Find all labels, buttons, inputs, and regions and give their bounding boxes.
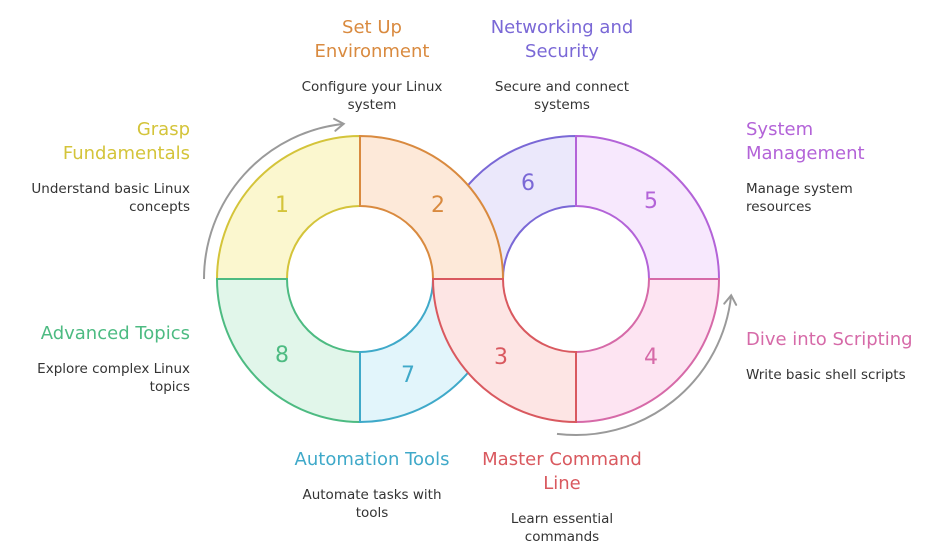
step-2-title: Set Up Environment xyxy=(272,16,472,64)
cycle-arrows xyxy=(203,117,738,436)
step-number-5: 5 xyxy=(644,189,658,214)
step-8-description: Explore complex Linux topics xyxy=(0,360,190,396)
step-7-description: Automate tasks with tools xyxy=(272,486,472,522)
step-6-description: Secure and connect systems xyxy=(462,78,662,114)
step-number-7: 7 xyxy=(401,363,415,388)
step-title-line: Management xyxy=(746,143,865,164)
step-8-title: Advanced Topics xyxy=(0,322,190,346)
label-step-7: Automation Tools Automate tasks with tool… xyxy=(272,448,472,522)
step-description-line: commands xyxy=(524,529,600,545)
bottom-right-arrow-arc xyxy=(556,295,733,436)
step-2-description: Configure your Linux system xyxy=(272,78,472,114)
step-description-line: Learn essential xyxy=(510,511,614,527)
step-number-2: 2 xyxy=(431,193,445,218)
step-1-description: Understand basic Linux concepts xyxy=(0,180,190,216)
top-left-arrowhead-icon xyxy=(333,117,346,132)
step-description-line: tools xyxy=(355,505,389,521)
step-description-line: topics xyxy=(149,379,190,395)
label-step-4: Dive into Scripting Write basic shell sc… xyxy=(746,328,936,384)
label-step-2: Set Up Environment Configure your Linux sy… xyxy=(272,16,472,114)
step-title-line: Line xyxy=(543,473,581,494)
step-description-line: resources xyxy=(746,199,812,215)
segment-step-1 xyxy=(215,134,361,280)
step-title-line: Environment xyxy=(314,41,430,62)
step-5-description: Manage system resources xyxy=(746,180,936,216)
step-title-line: Automation Tools xyxy=(294,449,450,470)
step-title-line: Advanced Topics xyxy=(40,323,190,344)
step-title-line: Grasp xyxy=(136,119,190,140)
step-number-1: 1 xyxy=(275,193,289,218)
step-title-line: Set Up xyxy=(342,17,402,38)
step-description-line: systems xyxy=(534,97,590,113)
top-left-arrow-arc xyxy=(203,122,344,280)
step-description-line: system xyxy=(347,97,397,113)
segment-step-3 xyxy=(431,278,577,424)
segment-step-8 xyxy=(215,278,361,424)
step-title-line: Master Command xyxy=(482,449,642,470)
bottom-right-arrowhead-icon xyxy=(723,293,738,306)
step-number-4: 4 xyxy=(644,345,658,370)
step-description-line: Secure and connect xyxy=(494,79,630,95)
step-number-3: 3 xyxy=(494,345,508,370)
step-description-line: Manage system xyxy=(746,181,853,197)
step-title-line: Security xyxy=(525,41,599,62)
step-description-line: Configure your Linux xyxy=(301,79,443,95)
segment-step-4 xyxy=(575,278,721,424)
step-description-line: concepts xyxy=(129,199,190,215)
step-title-line: Networking and xyxy=(490,17,634,38)
step-description-line: Explore complex Linux xyxy=(37,361,190,377)
segment-step-5 xyxy=(575,134,721,280)
label-step-8: Advanced Topics Explore complex Linux top… xyxy=(0,322,190,396)
step-title-line: Dive into Scripting xyxy=(746,329,913,350)
step-number-6: 6 xyxy=(521,171,535,196)
step-description-line: Understand basic Linux xyxy=(31,181,190,197)
step-description-line: Write basic shell scripts xyxy=(746,367,906,383)
step-4-description: Write basic shell scripts xyxy=(746,366,936,384)
step-description-line: Automate tasks with xyxy=(302,487,442,503)
step-title-line: Fundamentals xyxy=(62,143,190,164)
step-3-description: Learn essential commands xyxy=(462,510,662,546)
segment-step-2 xyxy=(359,134,505,280)
step-number-8: 8 xyxy=(275,343,289,368)
step-7-title: Automation Tools xyxy=(272,448,472,472)
step-title-line: System xyxy=(746,119,814,140)
step-4-title: Dive into Scripting xyxy=(746,328,936,352)
